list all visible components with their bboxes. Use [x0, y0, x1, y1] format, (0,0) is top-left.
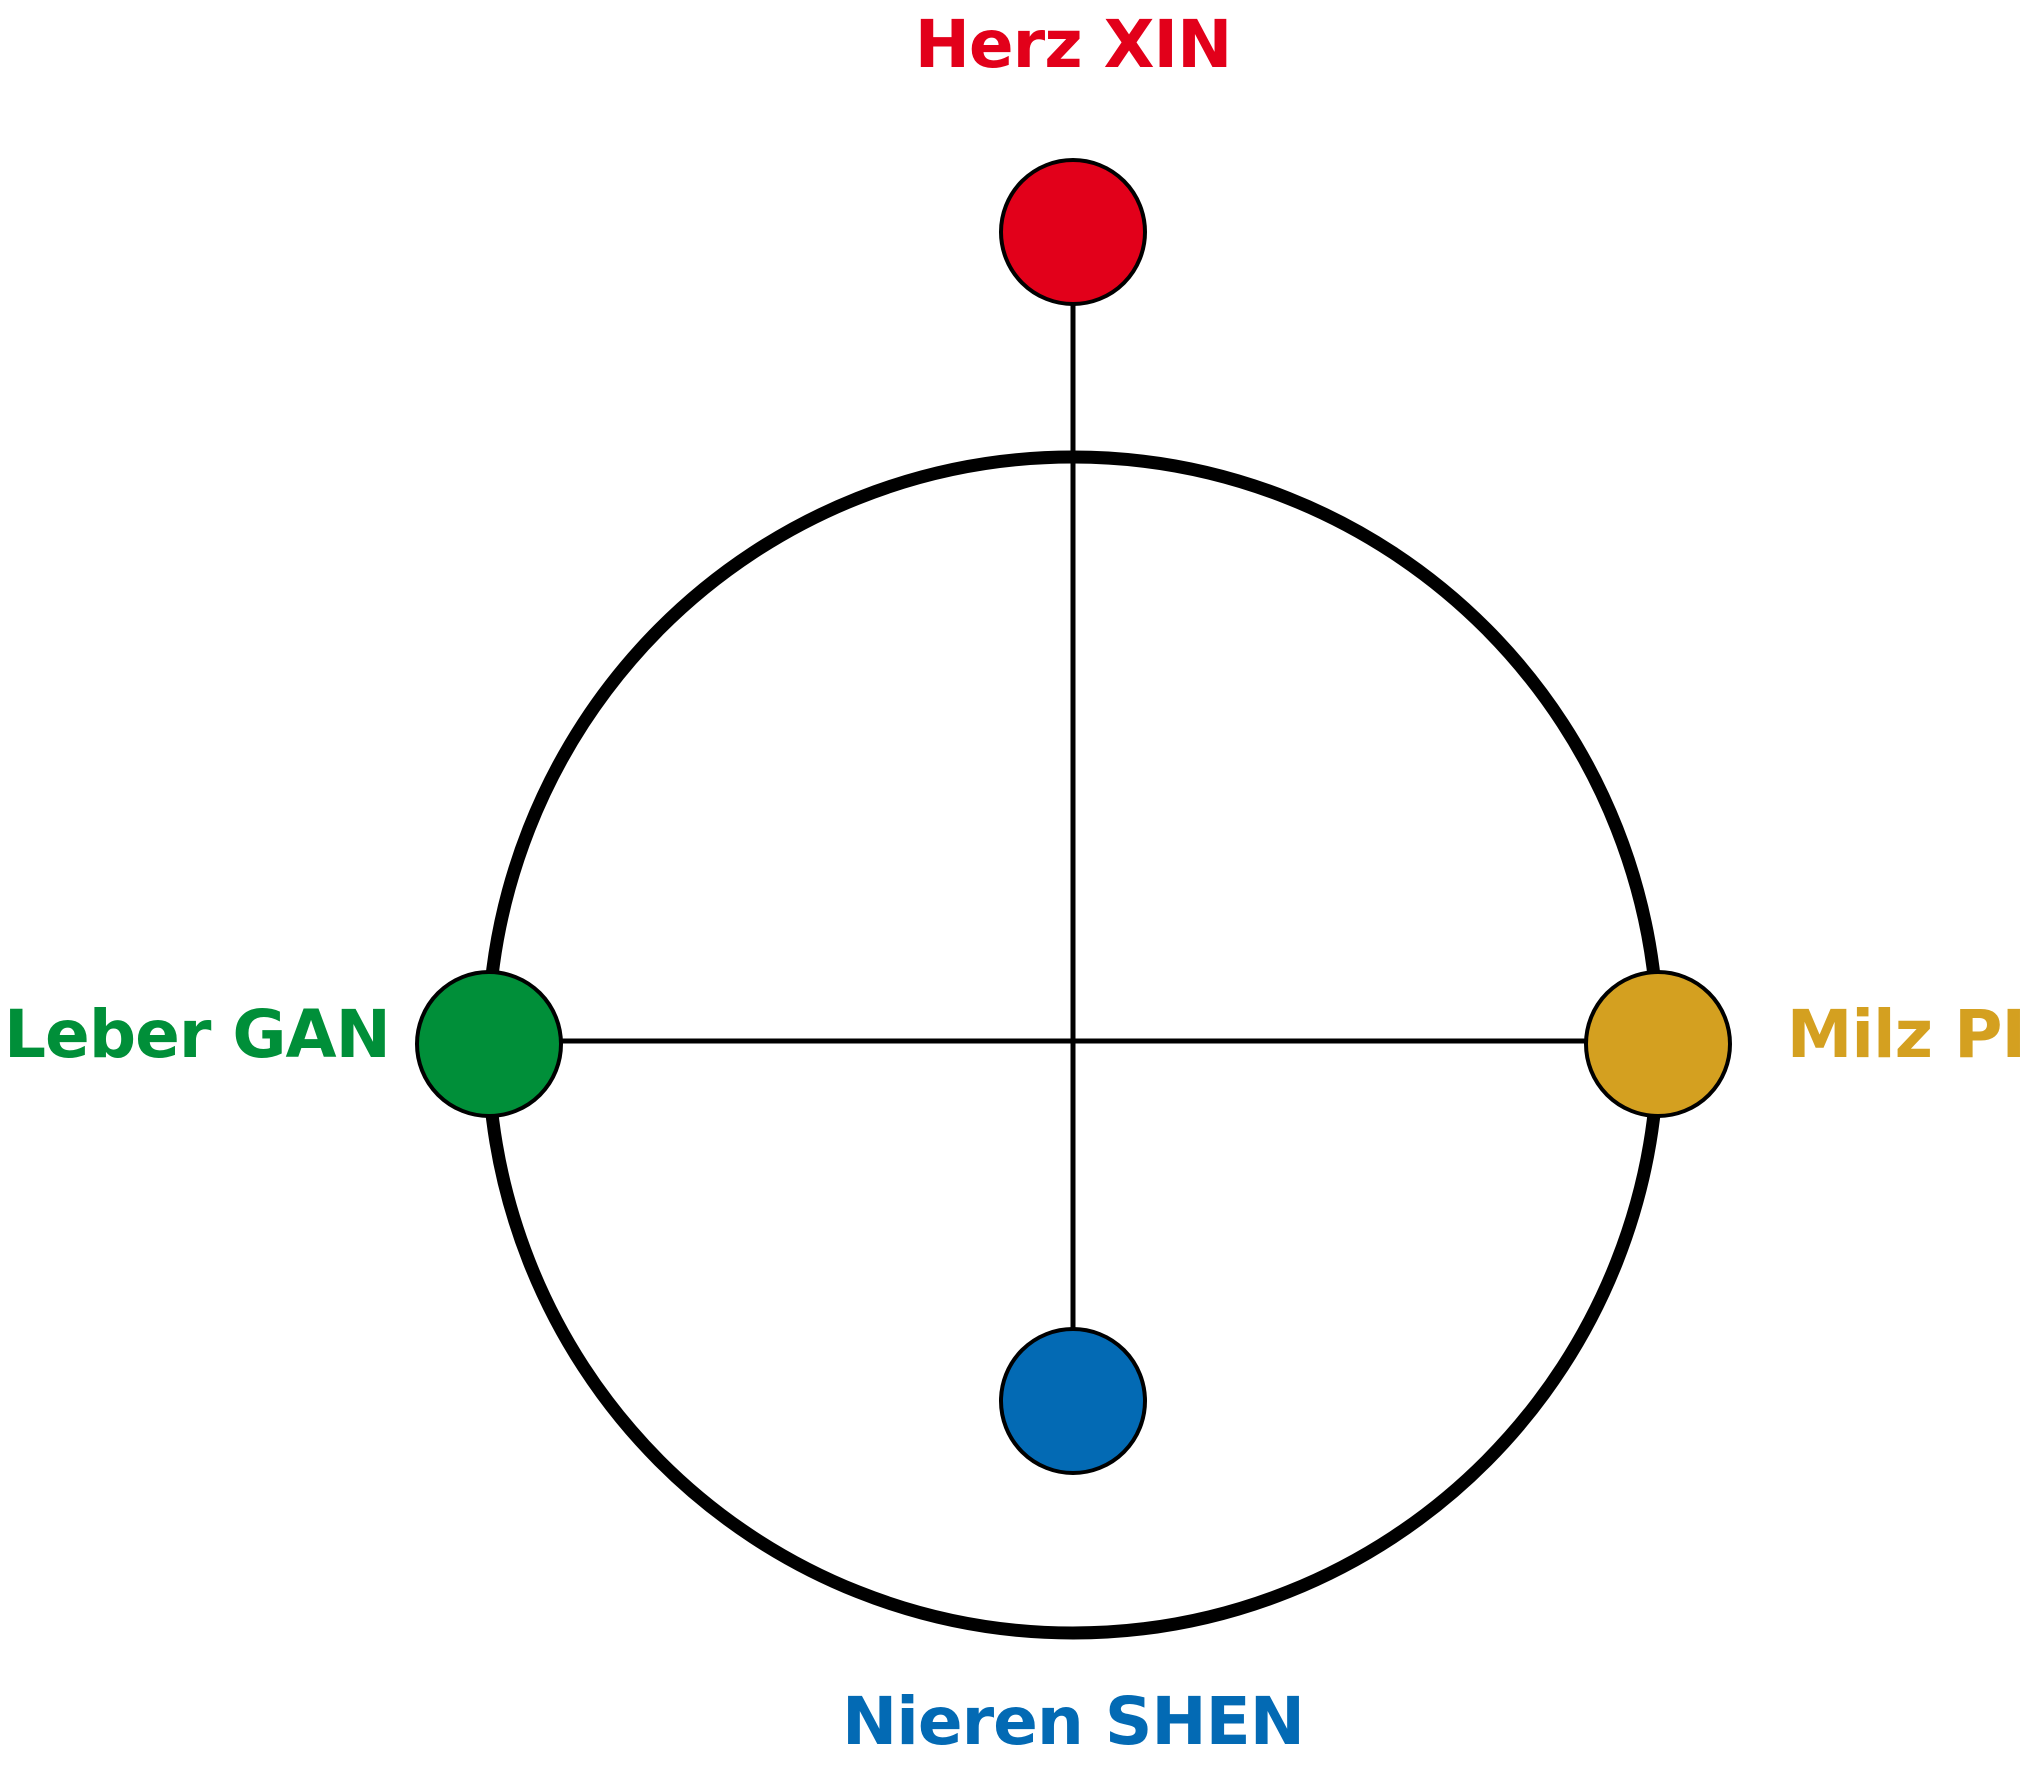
node-leber	[415, 970, 563, 1118]
label-nieren: Nieren SHEN	[842, 1683, 1304, 1760]
node-herz	[999, 158, 1147, 306]
node-nieren	[999, 1327, 1147, 1475]
label-leber: Leber GAN	[4, 996, 390, 1073]
label-herz: Herz XIN	[915, 6, 1232, 83]
label-milz: Milz PI	[1787, 996, 2025, 1073]
node-milz	[1584, 970, 1732, 1118]
